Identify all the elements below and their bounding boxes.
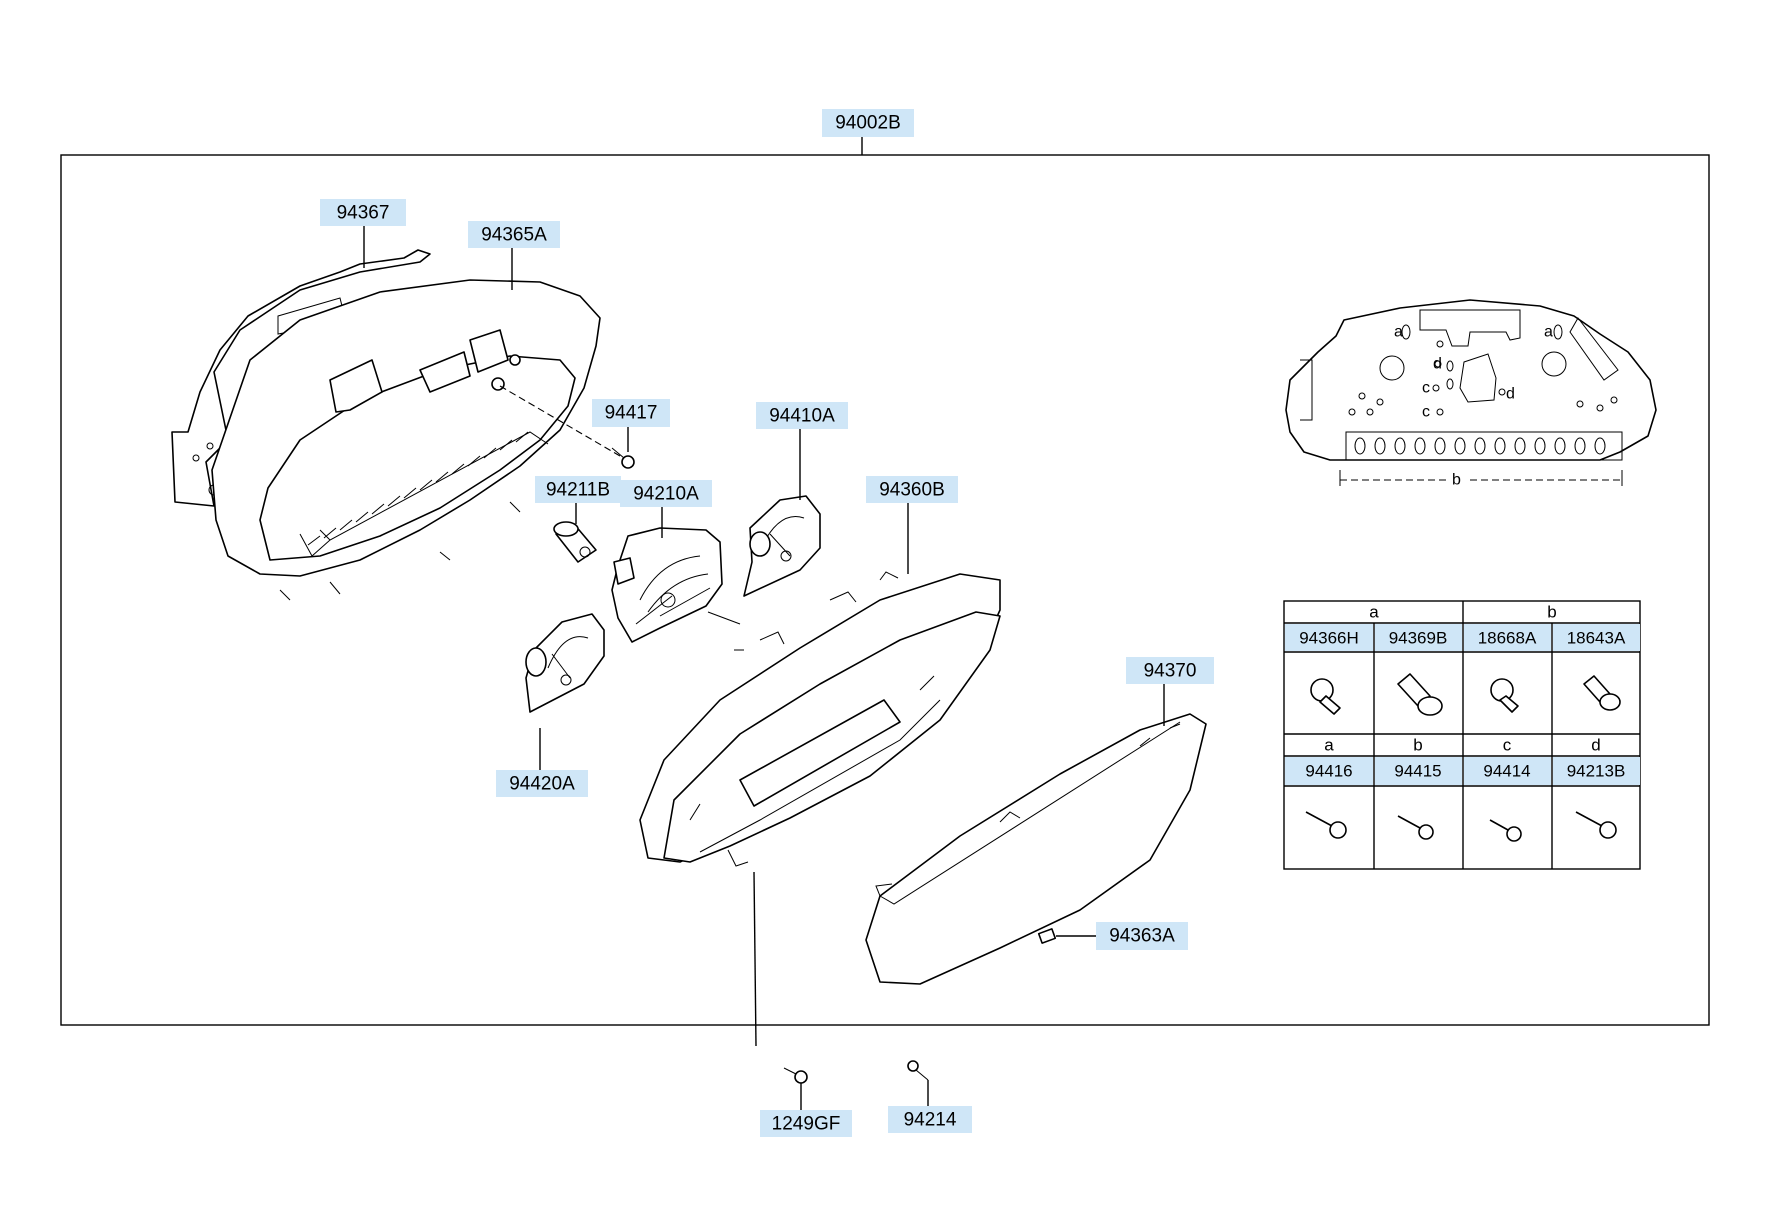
pcb-label-c-top: c [1422, 380, 1430, 397]
callout-94214[interactable]: 94214 [888, 1106, 972, 1133]
callout-94367[interactable]: 94367 [320, 199, 406, 226]
pcb-label-d-right: d [1506, 386, 1515, 403]
part-94370-lens [865, 713, 1207, 985]
part-94365A-case [211, 279, 601, 601]
table-part-18643A[interactable]: 18643A [1567, 629, 1626, 648]
wedge-bulb-icon [1583, 675, 1621, 711]
part-94420A-gauge [525, 613, 605, 713]
wedge-bulb-icon [1397, 673, 1443, 716]
part-94214-screw [907, 1060, 929, 1081]
callout-94211B[interactable]: 94211B [535, 476, 621, 503]
pcb-label-b: b [1452, 472, 1461, 489]
pcb-label-c-bottom: c [1422, 404, 1430, 421]
table-part-94416[interactable]: 94416 [1305, 762, 1352, 781]
screw-icon [1575, 811, 1617, 839]
pcb-bulb-row [1354, 437, 1606, 455]
callout-94370[interactable]: 94370 [1126, 657, 1214, 684]
table-group-a: a [1324, 736, 1334, 755]
bulb-socket-icon [1310, 678, 1341, 715]
table-group-c: c [1503, 736, 1512, 755]
callout-1249GF-text: 1249GF [772, 1114, 841, 1135]
callout-94002B[interactable]: 94002B [822, 109, 914, 137]
callout-94420A[interactable]: 94420A [496, 770, 588, 797]
pcb-label-a-right: a [1544, 324, 1553, 341]
part-94363A-clip [1037, 928, 1057, 944]
dashed-guide-94417 [499, 385, 621, 457]
screw-icon [1305, 811, 1347, 839]
table-part-18668A[interactable]: 18668A [1478, 629, 1537, 648]
pcb-label-a-left: a [1394, 324, 1403, 341]
callout-94210A[interactable]: 94210A [620, 480, 712, 507]
part-1249GF-screw [783, 1067, 808, 1084]
table-part-94213B[interactable]: 94213B [1567, 762, 1626, 781]
callout-94410A[interactable]: 94410A [756, 402, 848, 429]
table-group-b: b [1413, 736, 1422, 755]
leader-1249GF-guide [753, 871, 757, 1047]
callout-94367-text: 94367 [337, 203, 390, 224]
table-part-94366H[interactable]: 94366H [1299, 629, 1359, 648]
pcb-detail: a a d d c c b [1285, 299, 1657, 489]
table-part-94414[interactable]: 94414 [1483, 762, 1530, 781]
callout-94210A-text: 94210A [633, 484, 699, 505]
part-94211B-socket [553, 521, 597, 563]
callout-94420A-text: 94420A [509, 774, 575, 795]
assembly-frame [60, 154, 1710, 1026]
callout-94211B-text: 94211B [546, 480, 610, 501]
callout-94410A-text: 94410A [769, 406, 835, 427]
callout-94417-text: 94417 [605, 403, 658, 424]
callout-94365A-text: 94365A [481, 225, 547, 246]
callout-94214-text: 94214 [904, 1110, 957, 1131]
callout-94363A[interactable]: 94363A [1096, 922, 1188, 950]
callout-94370-text: 94370 [1144, 661, 1197, 682]
table-part-94369B[interactable]: 94369B [1389, 629, 1448, 648]
callout-94002B-text: 94002B [835, 113, 901, 134]
part-94417-screw [611, 447, 635, 469]
screw-icon [1489, 819, 1522, 842]
table-group-b: b [1547, 603, 1556, 622]
bulb-socket-icon [1490, 678, 1519, 713]
callout-94365A[interactable]: 94365A [468, 221, 560, 248]
bulb-table: a b 94366H 94369B 18668A 18643A a b [1283, 600, 1641, 870]
table-part-94415[interactable]: 94415 [1394, 762, 1441, 781]
pcb-label-d-left: d [1433, 356, 1442, 373]
callout-94363A-text: 94363A [1109, 926, 1175, 947]
part-94210A-speedometer [611, 527, 741, 643]
part-94360B-bezel [639, 571, 1001, 867]
screw-icon [1397, 815, 1434, 840]
callout-94360B[interactable]: 94360B [866, 476, 958, 503]
callout-94417[interactable]: 94417 [592, 399, 670, 427]
callout-94360B-text: 94360B [879, 480, 945, 501]
part-94410A-gauge [743, 495, 821, 597]
table-group-d: d [1591, 736, 1600, 755]
callout-1249GF[interactable]: 1249GF [760, 1110, 852, 1137]
table-group-a: a [1369, 603, 1379, 622]
